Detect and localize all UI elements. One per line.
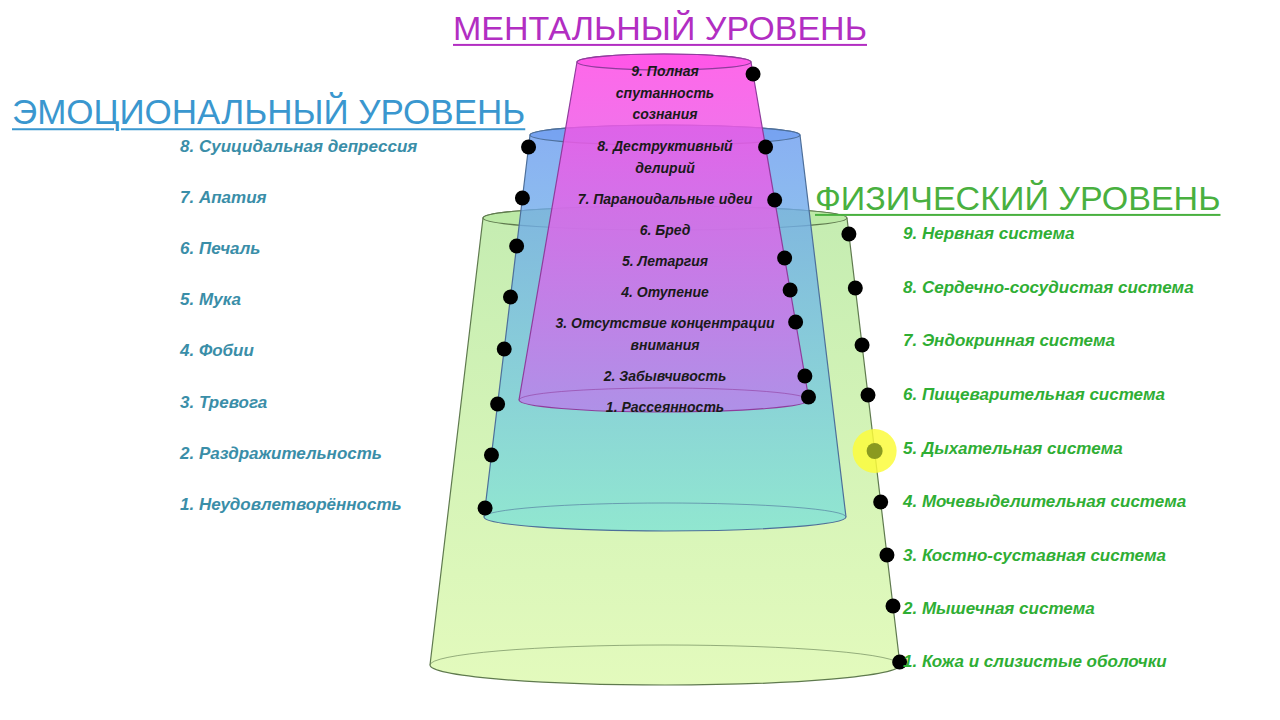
level-item: 6. Бред [545,220,785,242]
level-item: 4. Отупение [545,282,785,304]
level-dot [860,388,875,403]
level-dot [855,338,870,353]
level-title: ЭМОЦИОНАЛЬНЫЙ УРОВЕНЬ [12,89,525,135]
level-dot [497,342,512,357]
level-item: 1. Рассеянность [545,397,785,419]
level-dot [503,290,518,305]
level-item: 7. Параноидальные идеи [545,189,785,211]
level-item: 6. Печаль [180,238,260,260]
level-item: 7. Апатия [180,187,267,209]
level-item: 4. Мочевыделительная система [903,491,1186,513]
level-item: 2. Раздражительность [180,443,382,465]
level-dot [892,655,907,670]
cone-body [484,125,846,531]
level-item: 1. Кожа и слизистые оболочки [903,651,1167,673]
cone-base-back [484,503,846,517]
level-item: 8. Суицидальная депрессия [180,136,417,158]
cone-top [530,125,800,145]
level-dot [867,443,883,459]
level-item: 5. Дыхательная система [903,438,1123,460]
cone-top [577,54,751,70]
level-dot [797,369,812,384]
cone-body [430,206,900,685]
level-dot [886,599,901,614]
level-dot [478,501,493,516]
level-dot [484,448,499,463]
cone-body [519,54,809,412]
level-item: 8. Сердечно-сосудистая система [903,277,1194,299]
level-title: МЕНТАЛЬНЫЙ УРОВЕНЬ [453,6,867,50]
level-dot [788,315,803,330]
level-item: 8. Деструктивный делирий [585,136,745,179]
level-item: 3. Отсутствие концентрации внимания [550,313,780,356]
level-item: 2. Забывчивость [545,366,785,388]
level-dot [758,140,773,155]
level-dot [873,495,888,510]
cone-base-back [430,645,900,665]
level-item: 2. Мышечная система [903,598,1095,620]
level-dot [509,239,524,254]
level-dot [879,548,894,563]
level-item: 5. Мука [180,289,241,311]
level-dot [515,191,530,206]
level-item: 9. Нервная система [903,223,1074,245]
level-dot [777,251,792,266]
highlight-circle [853,429,897,473]
level-item: 4. Фобии [180,340,254,362]
level-dot [490,397,505,412]
level-dot [746,67,761,82]
level-item: 1. Неудовлетворённость [180,494,402,516]
cone-top [483,206,847,230]
level-item: 5. Летаргия [545,251,785,273]
level-dot [767,193,782,208]
level-dot [801,390,816,405]
level-dot [521,140,536,155]
level-item: 3. Костно-суставная система [903,545,1166,567]
level-dot [848,281,863,296]
level-item: 3. Тревога [180,392,267,414]
level-item: 9. Полная спутанность сознания [600,61,730,126]
cone-base-back [519,388,809,400]
level-dot [783,283,798,298]
level-title: ФИЗИЧЕСКИЙ УРОВЕНЬ [815,176,1220,220]
level-dot [841,227,856,242]
level-item: 7. Эндокринная система [903,330,1115,352]
level-item: 6. Пищеварительная система [903,384,1165,406]
